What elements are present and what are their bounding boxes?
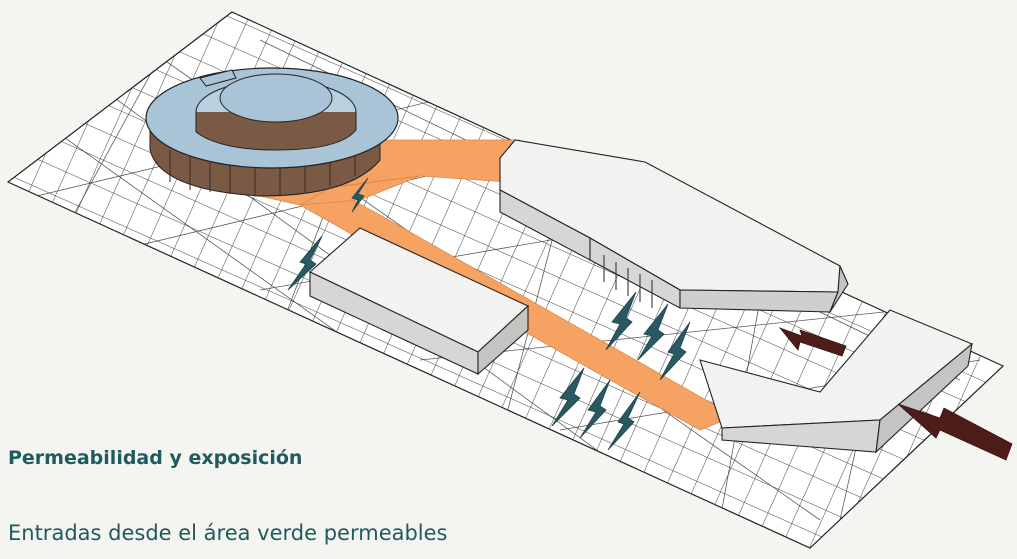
entry-arrow-icon — [287, 235, 323, 291]
caption-title: Permeabilidad y exposición — [8, 447, 303, 469]
caption-text: Entradas desde el área verde permeables — [8, 521, 448, 545]
entry-arrow-icon — [605, 291, 637, 351]
entry-arrows — [287, 177, 691, 451]
exposure-arrows — [778, 327, 1013, 461]
entry-arrow-icon — [351, 177, 369, 213]
circular-pavilion — [145, 67, 399, 197]
building-center-left — [309, 227, 529, 376]
exposure-arrow-icon — [897, 403, 1013, 461]
entry-arrow-icon — [607, 391, 641, 451]
entry-arrow-icon — [579, 379, 611, 439]
entry-arrow-icon — [637, 303, 669, 361]
building-right-upper — [499, 139, 849, 313]
building-volumes — [309, 139, 974, 454]
building-right-lower — [699, 309, 974, 454]
exposure-arrow-icon — [778, 327, 847, 357]
entry-arrow-icon — [659, 321, 691, 381]
entry-arrow-icon — [551, 367, 585, 427]
